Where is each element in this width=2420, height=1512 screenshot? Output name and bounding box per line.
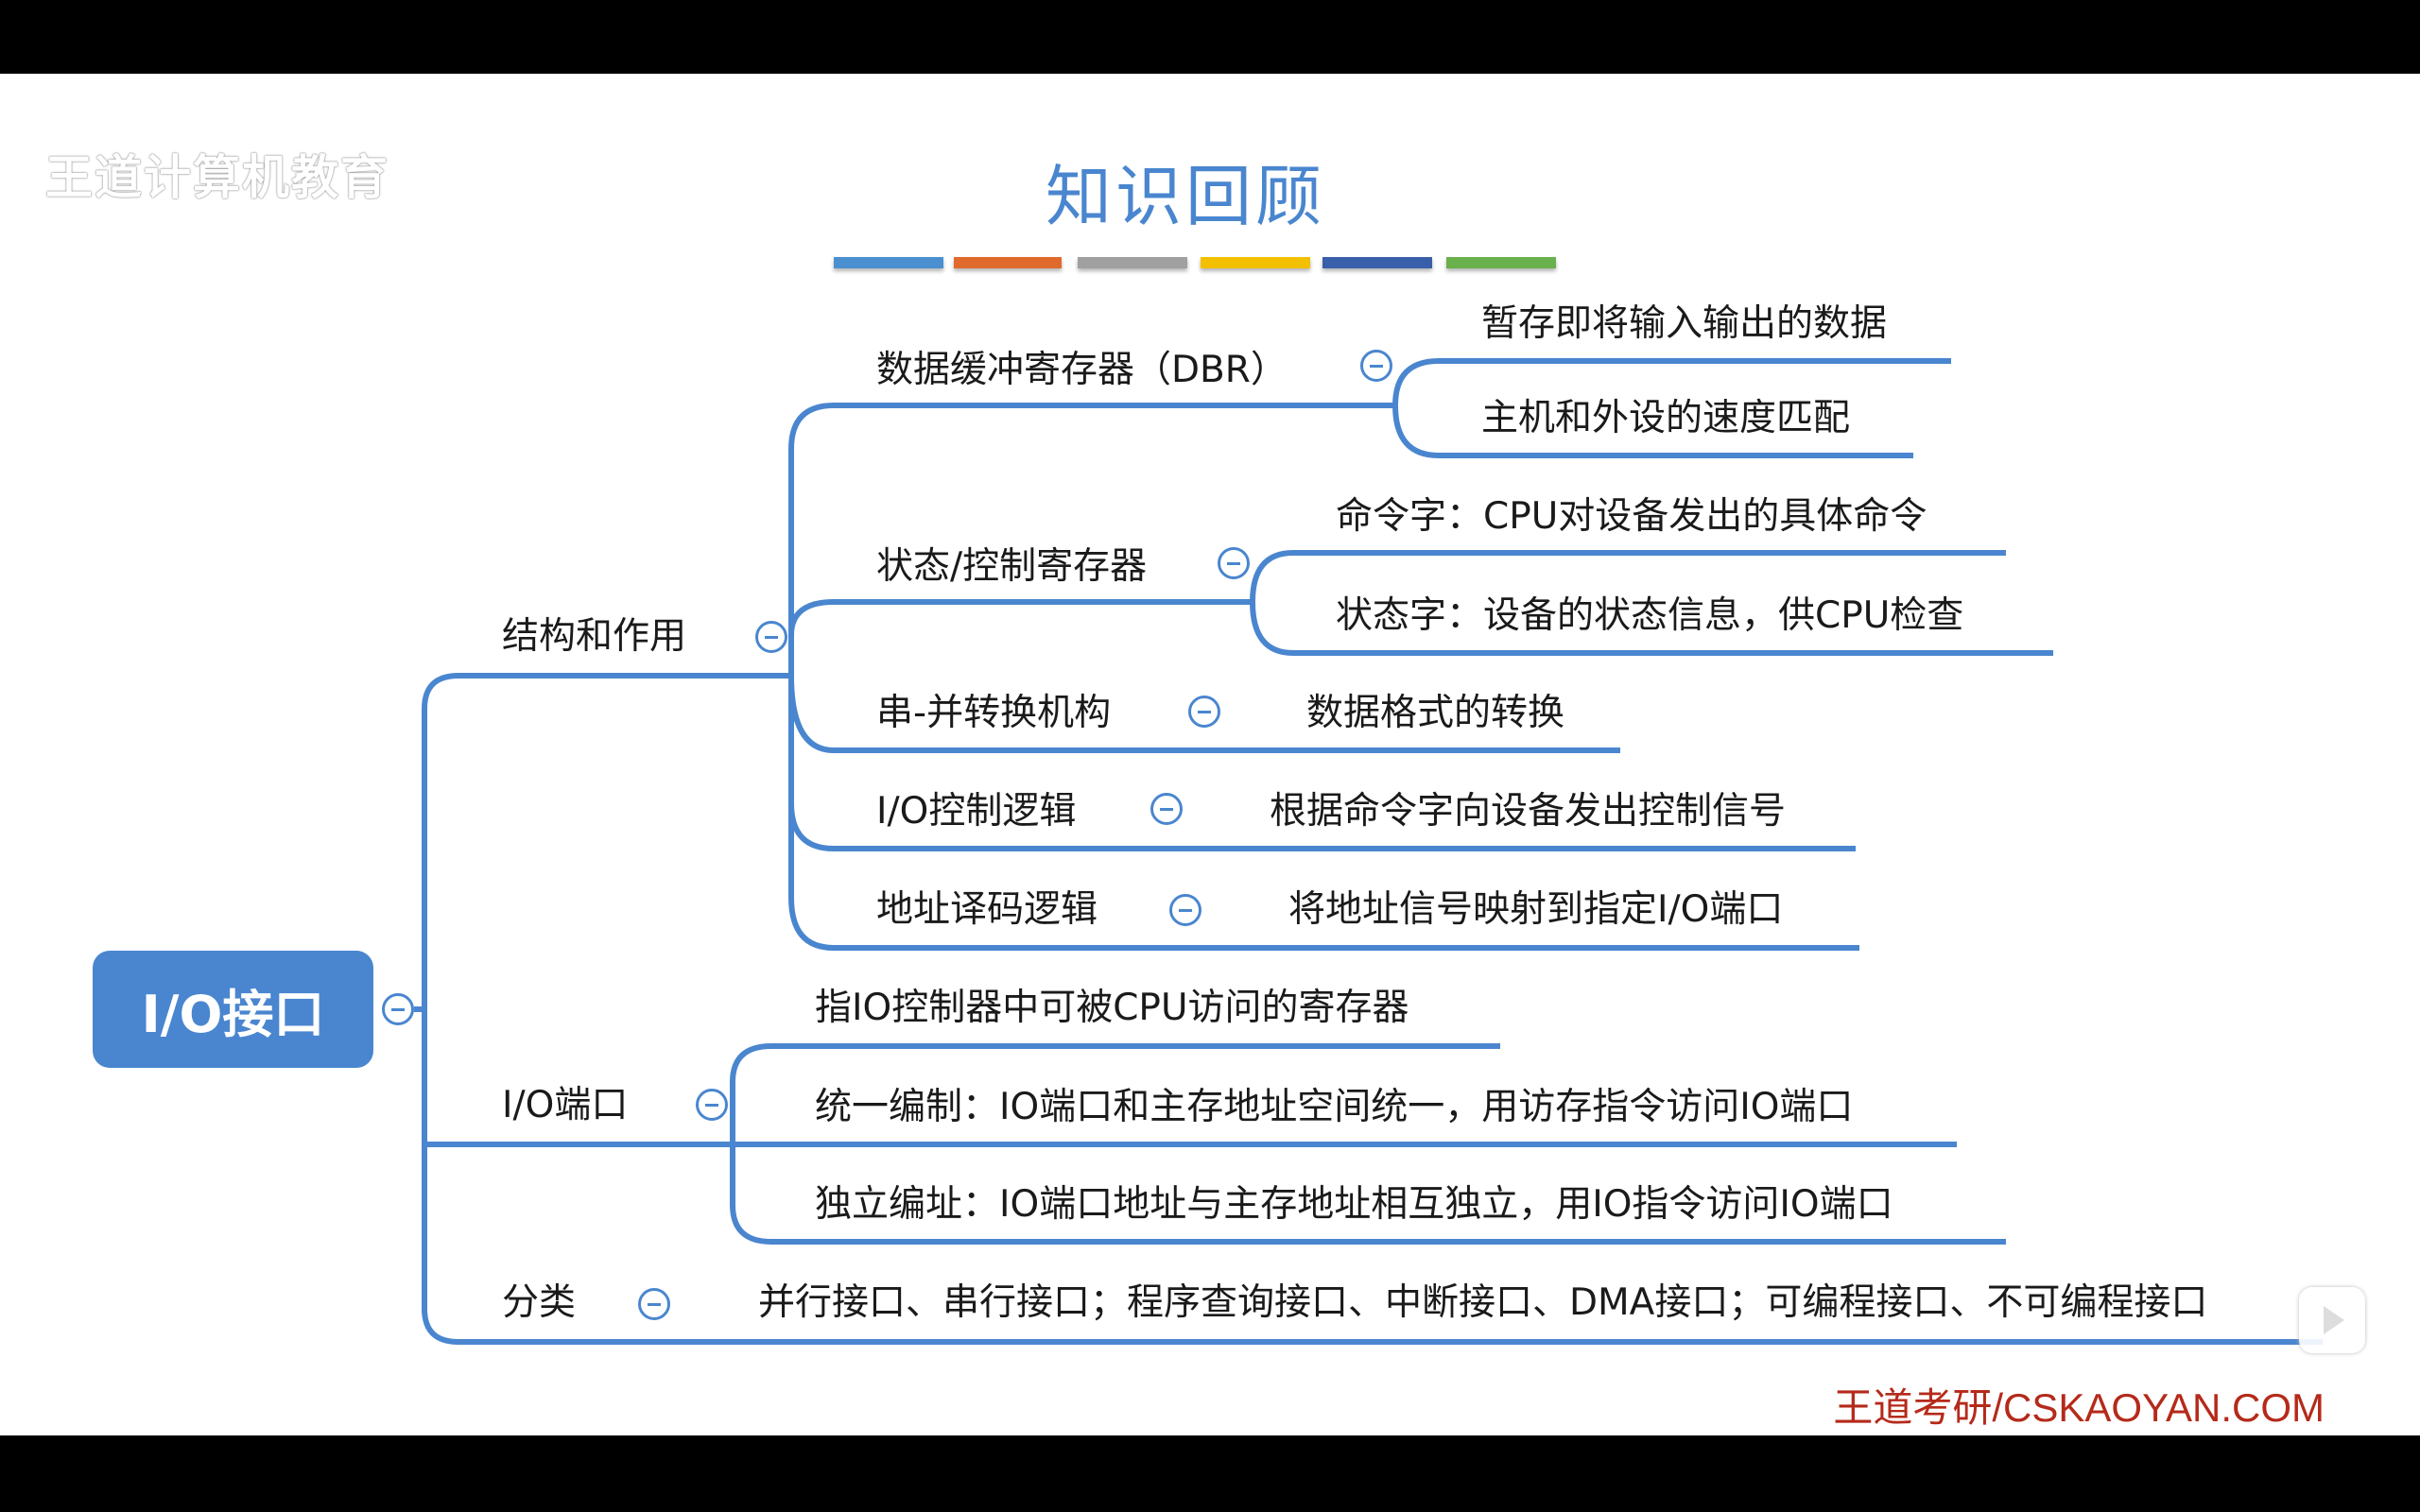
status-child-2[interactable]: 状态字：设备的状态信息，供CPU检查 [1336, 594, 1964, 637]
footer-brand: 王道考研/CSKAOYAN.COM [1833, 1385, 2325, 1430]
color-bar-4 [1201, 257, 1310, 268]
io-logic-collapse-button[interactable] [1150, 793, 1183, 825]
status-child-1[interactable]: 命令字：CPU对设备发出的具体命令 [1336, 495, 1927, 538]
top-letterbox [0, 0, 2420, 74]
watermark-logo: 王道计算机教育 [45, 150, 389, 205]
node-structure[interactable]: 结构和作用 [502, 615, 687, 658]
dbr-collapse-button[interactable] [1360, 350, 1392, 382]
port-child-2[interactable]: 统一编制：IO端口和主存地址空间统一，用访存指令访问IO端口 [815, 1086, 1854, 1128]
node-port[interactable]: I/O端口 [502, 1084, 629, 1126]
node-address-decode[interactable]: 地址译码逻辑 [876, 888, 1098, 931]
node-serial-parallel[interactable]: 串-并转换机构 [876, 692, 1112, 734]
port-child-1[interactable]: 指IO控制器中可被CPU访问的寄存器 [815, 987, 1409, 1029]
category-child-1[interactable]: 并行接口、串行接口；程序查询接口、中断接口、DMA接口；可编程接口、不可编程接口 [758, 1281, 2208, 1324]
node-status-control[interactable]: 状态/控制寄存器 [876, 545, 1148, 588]
color-bar-3 [1078, 257, 1187, 268]
color-bar-1 [834, 257, 943, 268]
dbr-child-1[interactable]: 暂存即将输入输出的数据 [1481, 302, 1888, 345]
serial-collapse-button[interactable] [1188, 696, 1220, 728]
category-collapse-button[interactable] [638, 1288, 670, 1320]
status-collapse-button[interactable] [1218, 547, 1250, 579]
node-io-control-logic[interactable]: I/O控制逻辑 [876, 790, 1077, 833]
address-collapse-button[interactable] [1169, 894, 1201, 926]
color-bar-5 [1322, 257, 1432, 268]
dbr-child-2[interactable]: 主机和外设的速度匹配 [1481, 397, 1851, 439]
page-title: 知识回顾 [1046, 158, 1325, 235]
address-child-1[interactable]: 将地址信号映射到指定I/O端口 [1288, 888, 1784, 931]
node-dbr[interactable]: 数据缓冲寄存器（DBR） [876, 349, 1288, 391]
port-child-3[interactable]: 独立编址：IO端口地址与主存地址相互独立，用IO指令访问IO端口 [815, 1183, 1893, 1226]
structure-collapse-button[interactable] [755, 621, 787, 653]
io-logic-child-1[interactable]: 根据命令字向设备发出控制信号 [1270, 790, 1787, 833]
root-node[interactable]: I/O接口 [93, 951, 373, 1068]
color-bar-6 [1446, 257, 1556, 268]
bottom-letterbox [0, 1435, 2420, 1512]
root-label: I/O接口 [141, 984, 325, 1044]
node-category[interactable]: 分类 [502, 1281, 577, 1324]
root-collapse-button[interactable] [382, 993, 414, 1025]
port-collapse-button[interactable] [696, 1089, 728, 1121]
play-icon[interactable] [2299, 1287, 2365, 1353]
serial-child-1[interactable]: 数据格式的转换 [1306, 692, 1565, 734]
color-bar-2 [954, 257, 1062, 268]
